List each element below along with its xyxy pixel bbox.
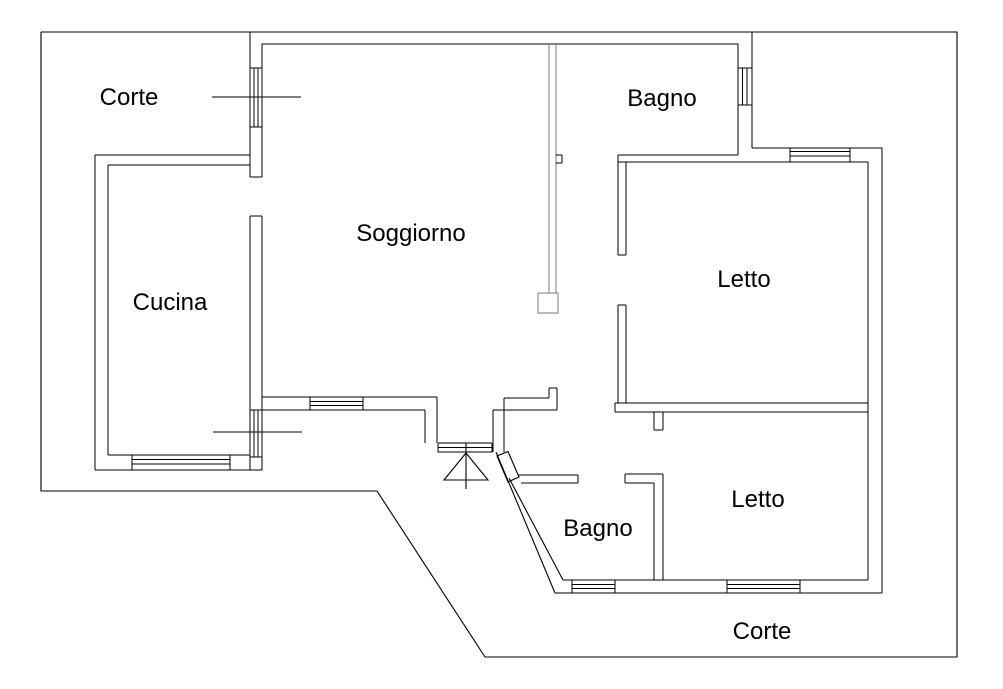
window-bagno-bottom (571, 580, 616, 593)
partition-end-pillar (537, 292, 559, 314)
entrance-threshold (437, 442, 493, 453)
room-label-bagno-top: Bagno (627, 85, 696, 112)
window-cucina-side (213, 409, 302, 458)
window-letto-top (789, 148, 851, 162)
room-labels: Corte Bagno Soggiorno Cucina Letto Letto… (100, 84, 792, 645)
window-letto-bottom (726, 580, 801, 593)
wall-cucina (94, 154, 262, 471)
room-label-corte-bottom: Corte (733, 618, 792, 645)
room-label-corte-top: Corte (100, 84, 159, 111)
room-label-letto-bottom: Letto (731, 486, 784, 513)
wall-letto-bottom-left (624, 473, 664, 580)
room-label-letto-top: Letto (717, 266, 770, 293)
wall-hall (492, 387, 558, 452)
wall-bagno-bottom-top (518, 474, 579, 484)
wall-diagonal (495, 450, 564, 594)
wall-right-bedrooms (867, 148, 883, 593)
wall-bottom (555, 579, 882, 594)
wall-bedroom-divider (614, 402, 868, 431)
door-diagonal (496, 450, 520, 483)
room-label-cucina: Cucina (133, 289, 208, 316)
wall-soggiorno-bottom (262, 396, 438, 443)
window-cucina-bottom (131, 455, 231, 470)
window-bagno-top (738, 67, 752, 106)
wall-bagno-top-right (737, 32, 753, 155)
window-soggiorno-bottom (309, 397, 364, 410)
wall-letto-top-left (617, 155, 627, 403)
courtyard-boundary (40, 31, 958, 658)
room-label-bagno-bottom: Bagno (563, 515, 632, 542)
entrance-arrow-icon (442, 443, 490, 489)
wall-partition-soggiorno (537, 44, 563, 314)
wall-bagno-top-bottom (618, 154, 868, 163)
wall-left-main (249, 32, 263, 470)
window-soggiorno-corte (212, 67, 301, 128)
room-label-soggiorno: Soggiorno (356, 220, 465, 247)
